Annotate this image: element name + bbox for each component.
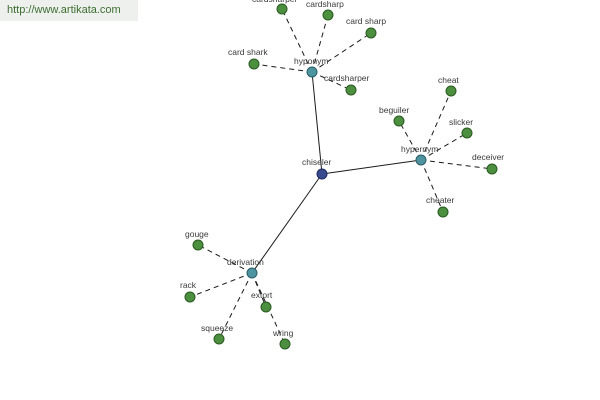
edge-hyponym-card_sharp xyxy=(311,32,372,73)
word-label-slicker: slicker xyxy=(449,117,473,127)
word-label-rack: rack xyxy=(180,280,197,290)
edge-chiseler-hyponym xyxy=(311,71,323,175)
word-label-cardsharp: cardsharp xyxy=(306,0,344,9)
word-label-deceiver: deceiver xyxy=(472,152,504,162)
word-node-gouge[interactable] xyxy=(192,239,204,251)
word-node-card-shark[interactable] xyxy=(248,58,260,70)
edge-hyponym-cardsharp xyxy=(311,14,329,73)
edge-derivation-gouge xyxy=(197,244,253,274)
graph-edges xyxy=(189,8,493,345)
word-label-gouge: gouge xyxy=(185,229,209,239)
edge-derivation-extort xyxy=(251,272,267,308)
edge-derivation-rack xyxy=(189,272,253,298)
edge-hypernym-cheater xyxy=(420,159,444,213)
word-node-beguiler[interactable] xyxy=(393,115,405,127)
word-label-extort: extort xyxy=(251,290,273,300)
edge-hypernym-beguiler xyxy=(398,120,422,161)
graph-nodes xyxy=(184,3,498,350)
relation-label-hypernym: hypernym xyxy=(401,144,438,154)
word-node-cardsharper[interactable] xyxy=(345,84,357,96)
word-label-cardsharper: cardsharper xyxy=(324,73,370,83)
edge-hyponym-card_shark xyxy=(253,63,313,73)
edge-hyponym-cardsharper_top xyxy=(281,8,313,73)
word-label-beguiler: beguiler xyxy=(379,105,409,115)
edge-chiseler-hypernym xyxy=(321,159,422,175)
center-node-chiseler[interactable] xyxy=(316,168,328,180)
edge-hyponym-cardsharper xyxy=(311,71,352,91)
word-node-cheater[interactable] xyxy=(437,206,449,218)
relation-node-derivation[interactable] xyxy=(246,267,258,279)
center-label-chiseler: chiseler xyxy=(302,157,331,167)
edge-hypernym-cheat xyxy=(420,90,452,161)
edge-derivation-squeeze xyxy=(218,272,253,340)
word-node-card-sharp[interactable] xyxy=(365,27,377,39)
word-label-card-sharp: card sharp xyxy=(346,16,386,26)
relation-node-hypernym[interactable] xyxy=(415,154,427,166)
edge-chiseler-derivation xyxy=(251,173,323,274)
relation-node-hyponym[interactable] xyxy=(306,66,318,78)
word-node-cardsharp[interactable] xyxy=(322,9,334,21)
word-label-cardsharper-top: cardsharper xyxy=(252,0,298,4)
word-node-squeeze[interactable] xyxy=(213,333,225,345)
relation-label-derivation: derivation xyxy=(227,257,264,267)
word-node-cheat[interactable] xyxy=(445,85,457,97)
word-label-squeeze: squeeze xyxy=(201,323,233,333)
word-node-slicker[interactable] xyxy=(461,127,473,139)
word-label-card-shark: card shark xyxy=(228,47,268,57)
word-node-extort[interactable] xyxy=(260,301,272,313)
word-node-deceiver[interactable] xyxy=(486,163,498,175)
relation-label-hyponym: hyponym xyxy=(294,56,329,66)
word-node-wring[interactable] xyxy=(279,338,291,350)
word-label-wring: wring xyxy=(272,328,294,338)
word-label-cheat: cheat xyxy=(438,75,459,85)
word-label-cheater: cheater xyxy=(426,195,455,205)
edge-hypernym-deceiver xyxy=(420,159,493,170)
word-node-rack[interactable] xyxy=(184,291,196,303)
word-node-cardsharper-top[interactable] xyxy=(276,3,288,15)
source-url-link[interactable]: http://www.artikata.com xyxy=(0,0,138,21)
